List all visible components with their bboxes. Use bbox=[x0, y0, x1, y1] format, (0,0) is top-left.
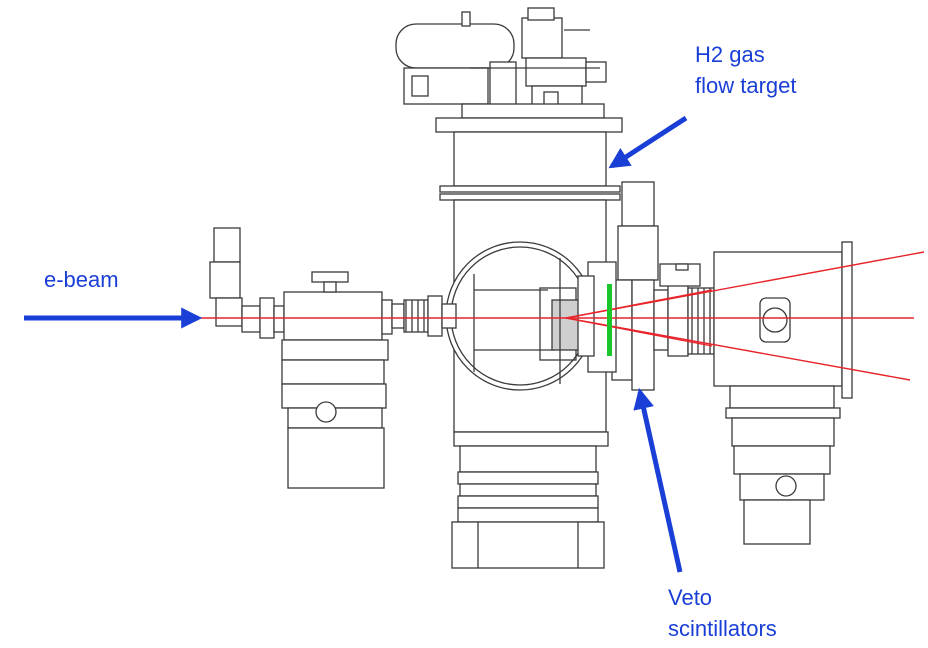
veto-arrow bbox=[633, 387, 683, 573]
beam-lines bbox=[200, 251, 925, 381]
annotation-arrows bbox=[24, 115, 688, 573]
target-arrow bbox=[608, 115, 688, 169]
scattered-ray-inner-lower bbox=[565, 317, 713, 347]
downstream-chamber bbox=[659, 241, 853, 545]
target-label-line1: H2 gas bbox=[695, 42, 765, 67]
veto-label-line1: Veto bbox=[668, 585, 713, 610]
veto-label-line2: scintillators bbox=[668, 616, 777, 641]
gas-handling-assembly bbox=[395, 7, 607, 119]
veto-scintillator-highlight bbox=[607, 284, 612, 356]
ebeam-label: e-beam bbox=[44, 267, 119, 292]
upstream-beamline bbox=[209, 227, 457, 489]
target-label-line2: flow target bbox=[695, 73, 797, 98]
scattered-ray-inner-upper bbox=[565, 289, 713, 319]
